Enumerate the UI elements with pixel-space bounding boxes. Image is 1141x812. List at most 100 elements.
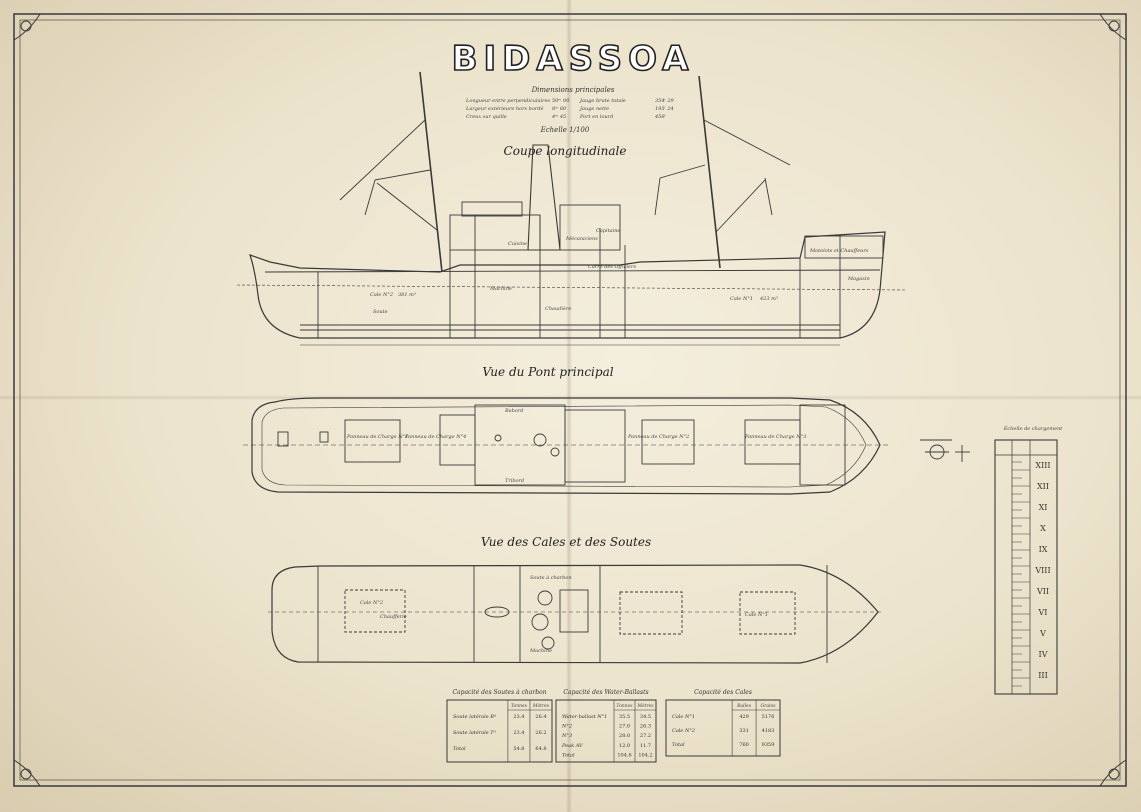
table-cell: 26.2 xyxy=(535,730,546,736)
dim-label: Port en lourd xyxy=(579,114,613,120)
dimensions-subtitle: Dimensions principales xyxy=(531,86,615,94)
table-cell: 104.2 xyxy=(638,752,652,758)
draft-numeral: VI xyxy=(1038,608,1048,617)
draft-numeral: VIII xyxy=(1034,566,1050,575)
scale-label: Echelle 1/100 xyxy=(540,126,590,134)
label-cale-aft-vol: 381 m³ xyxy=(398,292,416,298)
table-frame xyxy=(665,699,781,757)
table-title: Capacité des Cales xyxy=(694,689,752,696)
table-row-label: Water-ballast N°1 xyxy=(562,714,607,720)
table-cell: 5176 xyxy=(762,714,775,720)
table-cell: 104.6 xyxy=(617,752,631,758)
holds-labels: Cale N°2 Cale N°1 Soute à charbon Machin… xyxy=(360,574,768,654)
label-capitaine: Capitaine xyxy=(596,228,620,234)
table-cell: 28.0 xyxy=(619,733,630,739)
label-matelots: Matelots et Chauffeurs xyxy=(809,248,869,254)
table-col-header: Mètres xyxy=(532,702,550,709)
table-col-header: Grains xyxy=(760,703,776,709)
table-row-label: Soute latérale Tᵈ xyxy=(453,729,496,736)
table-cell: 35.5 xyxy=(619,714,630,720)
table-cell: 34.5 xyxy=(640,714,651,720)
label-hold-soute: Soute à charbon xyxy=(530,574,572,581)
table-row-label: Total xyxy=(562,752,575,758)
inner-border xyxy=(19,19,1121,781)
label-panneau-3: Panneau de Charge N°3 xyxy=(744,434,806,440)
dim-label: Longueur entre perpendiculaires xyxy=(465,98,551,104)
table-row-label: Soute latérale Bᵈ xyxy=(453,713,496,720)
draft-numeral: III xyxy=(1038,671,1047,680)
vertical-fold-line xyxy=(566,0,572,812)
table-row-label: Cale N°2 xyxy=(672,728,695,734)
main-deck-heading: Vue du Pont principal xyxy=(482,365,613,379)
table-cell: 12.0 xyxy=(619,743,630,749)
table-frame xyxy=(446,699,553,763)
label-magasin: Magasin xyxy=(847,276,870,282)
label-soute: Soute xyxy=(373,309,388,315)
label-mechaniciens: Mécaniciens xyxy=(565,235,598,242)
dim-label: Jauge nette xyxy=(579,106,609,112)
label-cale-aft: Cale N°2 xyxy=(370,292,393,298)
load-line-mark xyxy=(920,439,970,462)
label-babord: Babord xyxy=(504,408,523,414)
outer-border xyxy=(13,13,1127,787)
label-officiers: Carré des Officiers xyxy=(588,263,636,270)
draft-scale xyxy=(994,439,1058,695)
dim-label: Largeur extérieure hors bordé xyxy=(465,105,543,112)
main-deck-plan xyxy=(243,397,890,495)
table-frame xyxy=(555,699,657,763)
main-deck-labels: Panneau de Charge N°1 Panneau de Charge … xyxy=(346,408,806,484)
table-cell: 331 xyxy=(739,728,749,734)
dim-value: 50ᵐ 00 xyxy=(552,98,570,104)
table-row-label: Cale N°1 xyxy=(672,714,695,720)
table-cell: 760 xyxy=(739,742,749,748)
table-title: Capacité des Soutes à charbon xyxy=(452,689,546,696)
draft-numeral: IX xyxy=(1039,545,1048,554)
dim-value: 8ᵐ 60 xyxy=(552,106,567,112)
label-hold-chaufferie: Chaufferie xyxy=(380,614,407,620)
draft-scale-title: Échelle de chargement xyxy=(1003,424,1064,432)
label-cale-fwd: Cale N°1 xyxy=(730,296,753,302)
label-hold-cale-2: Cale N°2 xyxy=(360,600,383,606)
table-col-header: Balles xyxy=(736,703,752,709)
draft-numeral: XIII xyxy=(1035,461,1050,470)
dim-value: 195ᵗ 24 xyxy=(655,106,674,112)
corner-ornaments xyxy=(13,13,1127,787)
table-row-label: N°2 xyxy=(561,724,572,730)
table-row-label: Total xyxy=(672,742,685,748)
label-panneau-1: Panneau de Charge N°1 xyxy=(346,434,408,440)
draft-numeral: XII xyxy=(1037,482,1049,491)
draft-numeral: IV xyxy=(1039,650,1048,659)
label-chaudiere: Chaudière xyxy=(545,305,571,312)
dim-label: Creux sur quille xyxy=(466,114,507,120)
table-col-header: Tonnes xyxy=(616,703,633,709)
holds-heading: Vue des Cales et des Soutes xyxy=(481,535,651,549)
draft-numeral: X xyxy=(1040,524,1046,533)
dim-value: 354ᵗ 29 xyxy=(655,98,675,104)
table-cell: 54.8 xyxy=(513,746,524,752)
longitudinal-labels: Cale N°2 381 m³ Cale N°1 423 m³ Machine … xyxy=(370,228,870,315)
draft-numeral: V xyxy=(1039,629,1046,638)
table-cell: 26.3 xyxy=(640,724,651,730)
table-cell: 27.2 xyxy=(640,733,651,739)
dimensions-block: Longueur entre perpendiculaires 50ᵐ 00 L… xyxy=(465,98,675,120)
table-row-label: N°3 xyxy=(561,733,572,739)
table-cell: 9359 xyxy=(762,742,775,748)
ship-title: BIDASSOA xyxy=(452,39,695,79)
table-cell: 26.4 xyxy=(535,714,546,720)
table-cell: 429 xyxy=(739,714,749,720)
draft-numeral: XI xyxy=(1039,503,1048,512)
table-row-label: Total xyxy=(453,746,466,752)
table-col-header: Tonnes xyxy=(511,703,528,709)
dim-value: 456ᵗ xyxy=(654,114,667,120)
label-panneau-4: Panneau de Charge N°4 xyxy=(404,434,466,440)
label-hold-machine: Machine xyxy=(529,648,552,654)
table-row-label: Peak AV xyxy=(561,743,584,749)
table-cell: 11.7 xyxy=(640,743,651,749)
table-cell: 23.4 xyxy=(513,730,524,736)
